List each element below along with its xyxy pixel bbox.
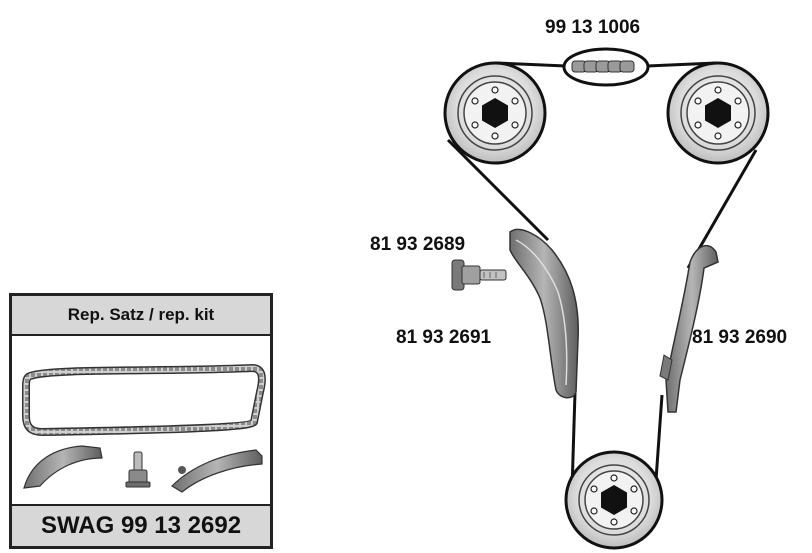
repair-kit-contents [22, 363, 266, 493]
kit-tensioner-rail-icon [23, 445, 103, 489]
guide-rail-part-number: 81 93 2690 [692, 327, 787, 348]
tensioner-part-number: 81 93 2689 [370, 234, 465, 255]
tensioner-rail [509, 228, 579, 399]
crankshaft-sprocket [564, 450, 664, 550]
repair-kit-code: SWAG 99 13 2692 [12, 504, 270, 546]
camshaft-sprocket-right [666, 61, 770, 165]
kit-guide-rail-icon [171, 449, 263, 493]
guide-rail [659, 244, 719, 413]
camshaft-sprocket-left [443, 61, 547, 165]
chain-tensioner [451, 259, 507, 291]
kit-chain-icon [22, 363, 266, 437]
tensioner-rail-part-number: 81 93 2691 [396, 327, 492, 348]
chain-sample-callout [562, 47, 650, 87]
kit-tensioner-icon [125, 451, 151, 488]
repair-kit-title: Rep. Satz / rep. kit [12, 296, 270, 336]
chain-links-icon [571, 60, 635, 73]
chain-part-number: 99 13 1006 [545, 17, 640, 38]
repair-kit-panel: Rep. Satz / rep. kit SWAG 99 13 2692 [9, 293, 273, 549]
